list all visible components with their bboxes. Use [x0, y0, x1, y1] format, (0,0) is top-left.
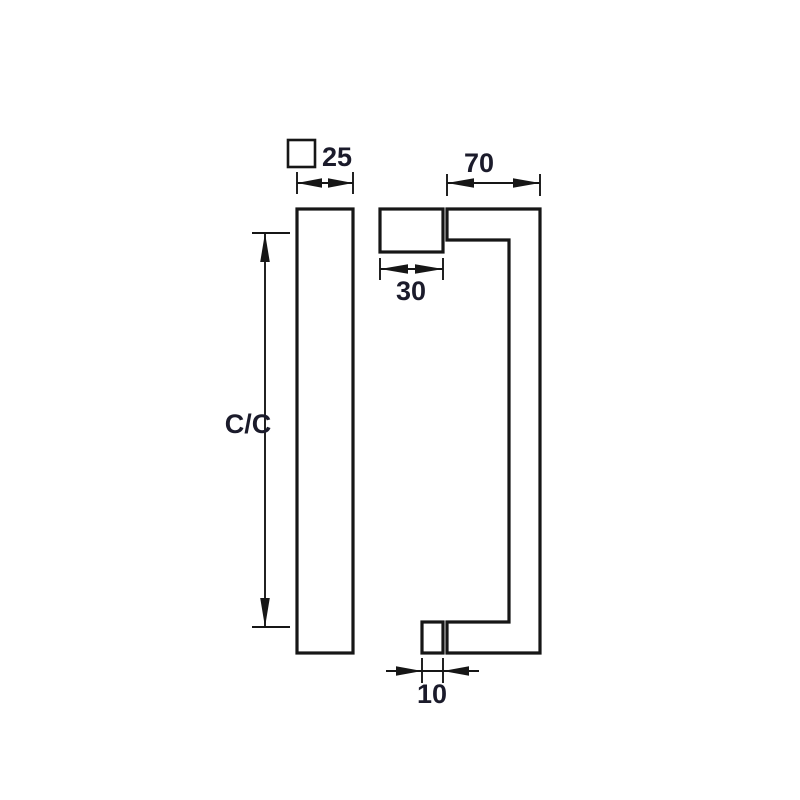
dimension-10-arrow-right [443, 666, 469, 676]
dimension-30-arrow-right [415, 264, 443, 274]
dimension-25-arrow-left [297, 178, 322, 188]
dimension-25-group [296, 172, 354, 194]
dimension-label-10: 10 [417, 679, 447, 709]
dimension-70-arrow-left [447, 178, 474, 188]
dimension-10-arrow-left [396, 666, 422, 676]
square-profile-symbol [286, 138, 317, 169]
dimension-label-30: 30 [396, 276, 426, 306]
dimension-cc-arrow-top [260, 233, 270, 262]
dimension-25-arrow-right [328, 178, 353, 188]
dimension-70-arrow-right [513, 178, 540, 188]
dimension-30-arrow-left [380, 264, 408, 274]
dimension-cc-arrow-bottom [260, 598, 270, 627]
dimension-70-group: 70 [446, 148, 541, 196]
dimension-30-group: 30 [379, 258, 444, 306]
dimension-label-70: 70 [464, 148, 494, 178]
dimension-10-group: 10 [386, 658, 479, 709]
front-view-handle-bar [295, 207, 355, 655]
dimension-cc-group: C/C [225, 232, 290, 628]
dimension-label-cc: C/C [225, 409, 272, 439]
side-view-top-boss [378, 207, 445, 254]
side-view-bottom-boss [420, 620, 445, 655]
side-view-handle-body [445, 207, 542, 655]
dimension-label-25: 25 [322, 142, 352, 172]
